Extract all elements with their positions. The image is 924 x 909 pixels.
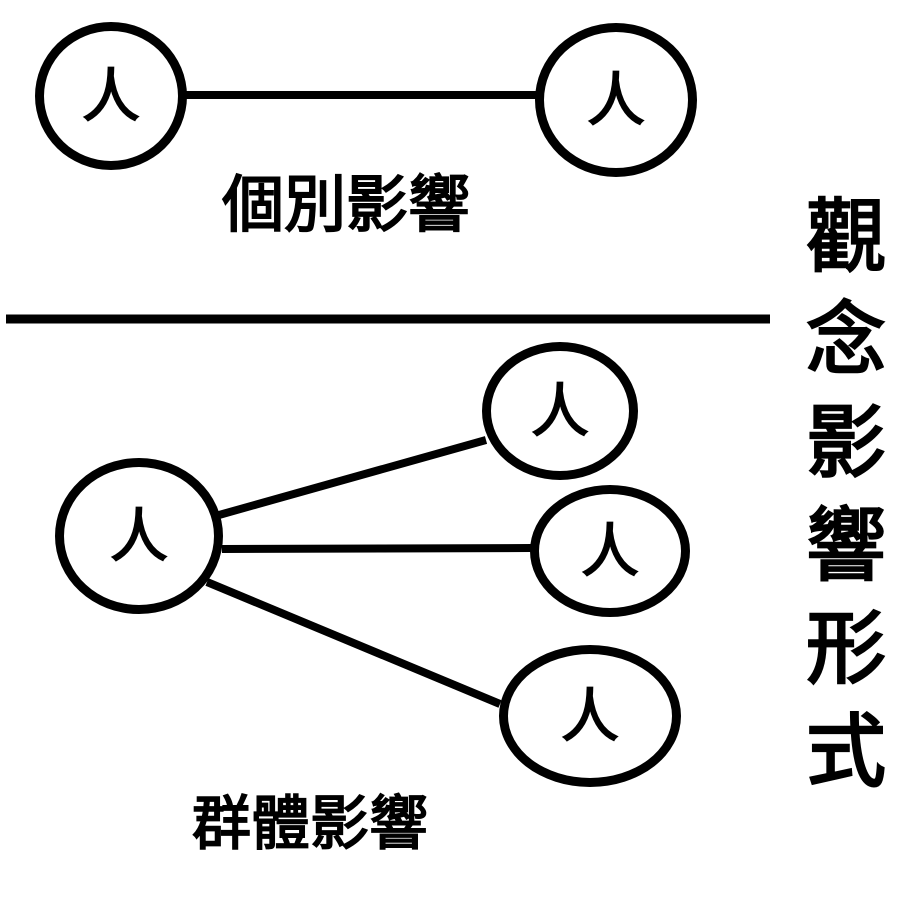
person-node-group-satellite-middle: 人	[530, 485, 690, 617]
person-node-group-satellite-bottom: 人	[499, 645, 681, 787]
edge-hub-to-bottom	[205, 578, 502, 708]
edge-hub-to-middle	[221, 544, 532, 553]
group-influence-caption: 群體影響	[192, 789, 429, 858]
person-node-group-satellite-top: 人	[482, 342, 638, 480]
person-node-individual-left: 人	[35, 22, 187, 170]
diagram-vertical-title: 觀念影響形式	[793, 194, 887, 812]
person-node-individual-right: 人	[535, 23, 697, 177]
edge-hub-to-top	[217, 436, 488, 519]
person-node-group-hub: 人	[55, 458, 223, 614]
individual-influence-caption: 個別影響	[222, 168, 471, 241]
